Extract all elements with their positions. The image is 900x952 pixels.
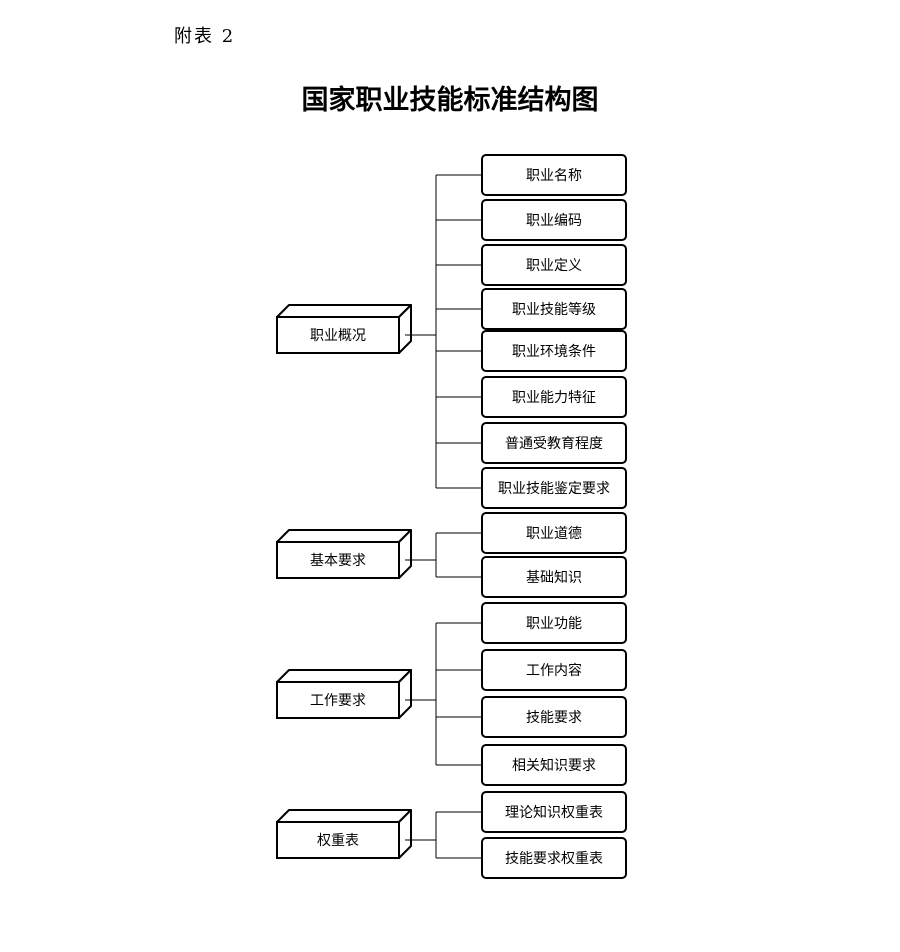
group-box	[276, 681, 400, 719]
item-box	[481, 422, 627, 464]
item-box	[481, 556, 627, 598]
item-label: 职业定义	[526, 258, 582, 274]
group-label: 权重表	[317, 833, 359, 849]
item-box	[481, 244, 627, 286]
item-box	[481, 696, 627, 738]
page-title: 国家职业技能标准结构图	[301, 85, 599, 116]
item-box	[481, 376, 627, 418]
group-label: 基本要求	[310, 552, 366, 569]
item-box	[481, 837, 627, 879]
item-label: 职业道德	[526, 526, 582, 542]
item-label: 职业能力特征	[512, 390, 596, 406]
item-box	[481, 154, 627, 196]
group-box	[276, 316, 400, 354]
group-box	[276, 541, 400, 579]
item-box	[481, 744, 627, 786]
item-box	[481, 791, 627, 833]
item-label: 技能要求权重表	[505, 851, 603, 867]
group-box-top-face	[276, 304, 412, 318]
item-box	[481, 467, 627, 509]
group-box-top-face	[276, 529, 412, 543]
item-label: 相关知识要求	[512, 757, 596, 774]
item-box	[481, 330, 627, 372]
item-box	[481, 512, 627, 554]
group-box-top-face	[276, 809, 412, 823]
group-box	[276, 821, 400, 859]
group-label: 职业概况	[310, 328, 366, 344]
item-label: 技能要求	[526, 710, 582, 726]
item-label: 基础知识	[526, 569, 582, 586]
item-label: 工作内容	[526, 662, 582, 679]
item-box	[481, 288, 627, 330]
group-box-top-face	[276, 669, 412, 683]
item-label: 职业功能	[526, 616, 582, 632]
item-label: 普通受教育程度	[505, 436, 603, 452]
group-label: 工作要求	[310, 693, 366, 709]
item-box	[481, 649, 627, 691]
item-label: 职业编码	[526, 213, 582, 229]
appendix-label: 附表 2	[174, 26, 236, 47]
item-label: 理论知识权重表	[505, 804, 603, 821]
item-box	[481, 199, 627, 241]
item-label: 职业环境条件	[512, 343, 596, 360]
item-label: 职业技能鉴定要求	[498, 481, 610, 497]
item-box	[481, 602, 627, 644]
item-label: 职业技能等级	[512, 301, 596, 318]
item-label: 职业名称	[526, 168, 582, 184]
